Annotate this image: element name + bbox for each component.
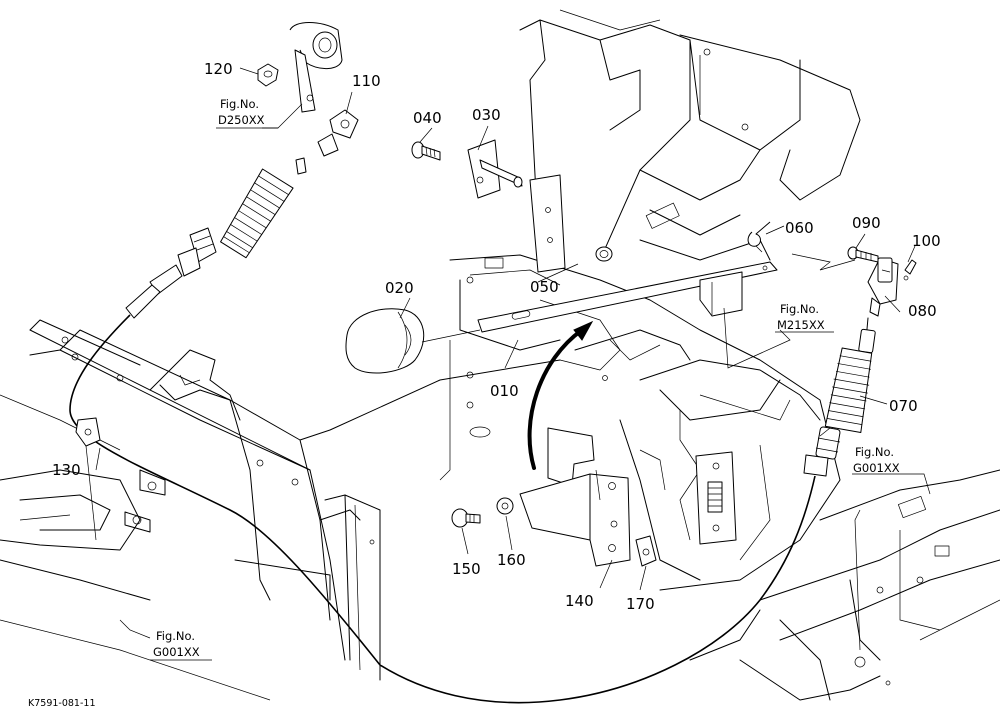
fig-ref-m215: Fig.No. M215XX	[775, 302, 834, 333]
fig-ref-g001-left-label: Fig.No.	[156, 629, 195, 643]
callout-070: 070	[889, 397, 918, 415]
cable-070	[379, 317, 876, 704]
callout-160: 160	[497, 551, 526, 569]
clip-130	[75, 417, 101, 447]
callout-150: 150	[452, 560, 481, 578]
fig-ref-g001-right: Fig.No. G001XX	[853, 445, 900, 475]
bolt-150	[451, 508, 481, 528]
bolt-040	[411, 141, 441, 161]
mounting-plate	[529, 174, 613, 273]
callout-labels: 120 110 040 030 060 090 100 020 050 080 …	[52, 60, 941, 613]
callout-120: 120	[204, 60, 233, 78]
callout-140: 140	[565, 592, 594, 610]
pin-100	[903, 259, 917, 281]
washer-160	[496, 497, 514, 515]
callout-110: 110	[352, 72, 381, 90]
bracket-030	[467, 139, 523, 199]
cable-left	[69, 157, 381, 666]
callout-040: 040	[413, 109, 442, 127]
callout-060: 060	[785, 219, 814, 237]
assembly-direction-arrow	[527, 320, 594, 470]
callout-080: 080	[908, 302, 937, 320]
fig-ref-g001-left-code: G001XX	[153, 645, 200, 659]
nut-120	[257, 63, 279, 87]
bolt-090	[847, 246, 879, 263]
drawing-code: K7591-081-11	[28, 698, 95, 709]
callout-130: 130	[52, 461, 81, 479]
bracket-140	[519, 427, 631, 567]
callout-030: 030	[472, 106, 501, 124]
callout-020: 020	[385, 279, 414, 297]
rod-050	[477, 261, 778, 333]
fig-ref-g001-right-code: G001XX	[853, 461, 900, 475]
fig-ref-d250: Fig.No. D250XX	[216, 97, 278, 129]
fig-ref-m215-label: Fig.No.	[780, 302, 819, 316]
fig-ref-d250-label: Fig.No.	[220, 97, 259, 111]
clevis-080	[867, 257, 899, 317]
fig-ref-g001-left: Fig.No. G001XX	[150, 629, 212, 661]
tractor-frame-background	[0, 9, 1000, 701]
fig-ref-m215-code: M215XX	[777, 318, 825, 332]
fig-ref-d250-code: D250XX	[218, 113, 265, 127]
cable-end-110	[317, 109, 359, 157]
callout-010: 010	[490, 382, 519, 400]
callout-090: 090	[852, 214, 881, 232]
knob-020	[345, 308, 425, 374]
fig-ref-g001-right-label: Fig.No.	[855, 445, 894, 459]
plate-170	[635, 451, 737, 567]
callout-050: 050	[530, 278, 559, 296]
pin-clip-060	[747, 221, 771, 253]
callout-100: 100	[912, 232, 941, 250]
callout-170: 170	[626, 595, 655, 613]
lever-fig-d250	[289, 22, 343, 113]
